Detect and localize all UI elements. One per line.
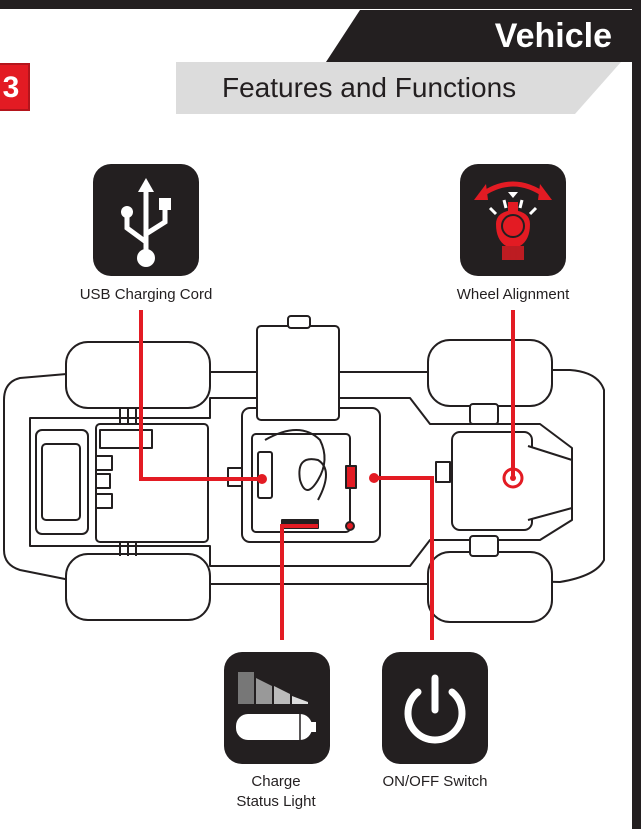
title-tab: Vehicle xyxy=(326,10,632,62)
usb-icon-box xyxy=(93,164,199,276)
wheel-rear-right xyxy=(427,551,553,623)
wheel-front-left xyxy=(65,341,211,409)
leader-line-switch xyxy=(374,476,434,640)
subtitle-band: Features and Functions xyxy=(176,62,621,114)
usb-icon xyxy=(121,178,171,267)
usb-cord xyxy=(264,429,327,501)
top-border xyxy=(0,0,641,9)
power-icon-box xyxy=(382,652,488,764)
charge-label-line1: Charge xyxy=(251,773,301,790)
alignment-icon-box xyxy=(460,164,566,276)
on-off-switch-label: ON/OFF Switch xyxy=(382,773,488,790)
page-subtitle: Features and Functions xyxy=(222,72,517,103)
page-title: Vehicle xyxy=(494,17,612,55)
right-border xyxy=(632,0,641,829)
alignment-dial-icon xyxy=(474,181,552,260)
usb-charging-cord-label: USB Charging Cord xyxy=(79,286,213,303)
charge-label-line2: Status Light xyxy=(236,793,316,810)
battery-cover xyxy=(256,325,340,421)
wheel-alignment-label: Wheel Alignment xyxy=(456,286,570,303)
wheel-rear-left xyxy=(65,553,211,621)
battery-charge-icon xyxy=(236,672,316,740)
leader-line-charge xyxy=(280,524,318,640)
charge-status-light-label: Charge Status Light xyxy=(206,772,346,812)
leader-line-usb xyxy=(139,310,262,481)
power-icon xyxy=(404,674,466,744)
charge-icon-box xyxy=(224,652,330,764)
section-number: 3 xyxy=(2,71,20,104)
section-number-badge: 3 xyxy=(0,63,30,111)
wheel-front-right xyxy=(427,339,553,407)
